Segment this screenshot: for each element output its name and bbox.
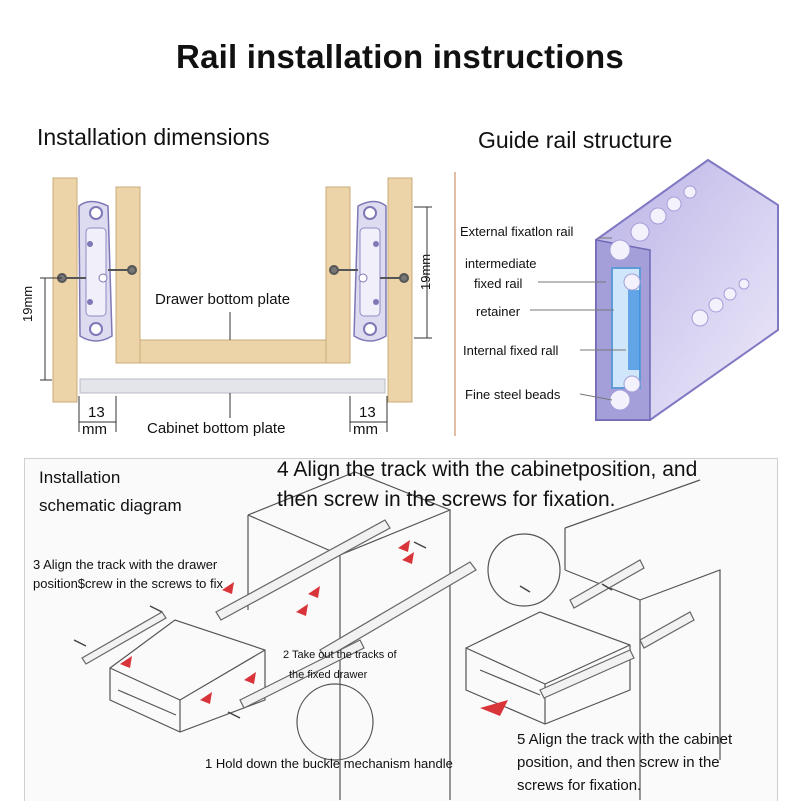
red-arrows — [120, 540, 508, 716]
drawer-bottom-plate-label: Drawer bottom plate — [155, 291, 291, 308]
step2-line2: the fixed drawer — [289, 669, 368, 681]
label-intermediate: intermediate — [465, 256, 537, 271]
right-cabinet-outline — [564, 479, 721, 800]
right-rails — [539, 559, 695, 699]
step3-line1: 3 Align the track with the drawer — [33, 557, 218, 572]
drawer-bottom-plate — [139, 339, 327, 364]
schematic-heading-line1: Installation — [39, 468, 121, 487]
left-gap-dimension — [78, 396, 117, 432]
left-cabinet-panel — [52, 177, 78, 403]
cabinet-bottom-plate — [79, 378, 386, 394]
step1-text: 1 Hold down the buckle mechanism handle — [205, 756, 453, 771]
page-title: Rail installation instructions — [176, 38, 624, 75]
retainer-strip — [628, 290, 640, 370]
left-height-dimension — [40, 277, 62, 381]
left-gap-unit: mm — [82, 421, 107, 438]
cabinet-bottom-plate-label: Cabinet bottom plate — [147, 420, 286, 437]
right-slide-rail — [353, 200, 387, 342]
left-slide-rail — [78, 200, 113, 342]
label-fixed-rail: fixed rail — [474, 276, 523, 291]
structure-heading: Guide rail structure — [478, 127, 673, 153]
detail-circle-lower — [296, 683, 374, 761]
schematic-panel — [24, 458, 778, 801]
schematic-heading-line2: schematic diagram — [39, 496, 182, 515]
detail-circle-right — [487, 533, 561, 607]
left-drawer-outline — [109, 619, 266, 733]
left-drawer-panel — [115, 186, 141, 364]
right-gap-unit: mm — [353, 421, 378, 438]
left-gap-value: 13 — [88, 404, 105, 421]
top-steel-beads — [609, 185, 697, 261]
step5-line3: screws for fixation. — [517, 777, 642, 794]
dimensions-heading: Installation dimensions — [37, 124, 270, 150]
label-retainer: retainer — [476, 304, 521, 319]
step5-line1: 5 Align the track with the cabinet — [517, 731, 733, 748]
right-gap-value: 13 — [359, 404, 376, 421]
label-fine-steel-beads: Fine steel beads — [465, 387, 561, 402]
right-gap-dimension — [349, 396, 388, 432]
step2-line1: 2 Take out the tracks of — [283, 649, 397, 661]
structure-leaders — [530, 237, 626, 401]
step3-line2: position$crew in the screws to fix — [33, 576, 224, 591]
label-internal-fixed-rail: Internal fixed rall — [463, 343, 559, 358]
left-rails — [81, 519, 477, 709]
small-screws — [73, 541, 613, 719]
bottom-steel-beads — [609, 278, 750, 411]
step4-line2: then screw in the screws for fixation. — [277, 488, 616, 511]
step5-line2: position, and then screw in the — [517, 754, 720, 771]
step4-line1: 4 Align the track with the cabinetpositi… — [277, 458, 698, 481]
right-height-dimension — [414, 206, 432, 339]
right-cabinet-panel — [387, 177, 413, 403]
label-external-fixation-rail: External fixatlon rail — [460, 224, 574, 239]
right-drawer-panel — [325, 186, 351, 364]
